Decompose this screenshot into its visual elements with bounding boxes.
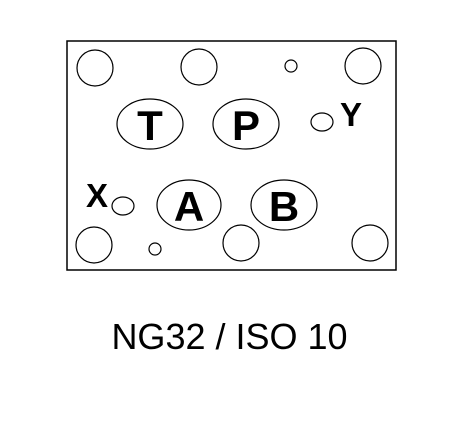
pilot-port-x-label: X [86, 177, 108, 214]
port-b-hole [250, 179, 318, 231]
mounting-plate [66, 40, 397, 271]
bolt-hole-bottom-center [222, 224, 260, 262]
port-t-label: T [137, 102, 163, 149]
diagram-caption: NG32 / ISO 10 [111, 316, 348, 357]
port-p-hole [212, 98, 280, 150]
pin-hole-top [284, 59, 298, 73]
valve-interface-diagram: T P A B Y X [66, 40, 397, 271]
port-p-label: P [232, 102, 260, 149]
bolt-hole-top-left [76, 49, 114, 87]
bolt-hole-bottom-left [75, 226, 113, 264]
port-b-label: B [269, 183, 299, 230]
bolt-hole-top-center [180, 48, 218, 86]
port-t-hole [116, 98, 184, 150]
port-a-hole [156, 179, 222, 231]
bolt-hole-top-right [344, 47, 382, 85]
pilot-port-y-label: Y [340, 96, 362, 133]
pilot-port-y-hole [310, 112, 334, 132]
pin-hole-bottom [148, 242, 162, 256]
bolt-hole-bottom-right [351, 224, 389, 262]
pilot-port-x-hole [111, 196, 135, 216]
port-a-label: A [174, 183, 204, 230]
